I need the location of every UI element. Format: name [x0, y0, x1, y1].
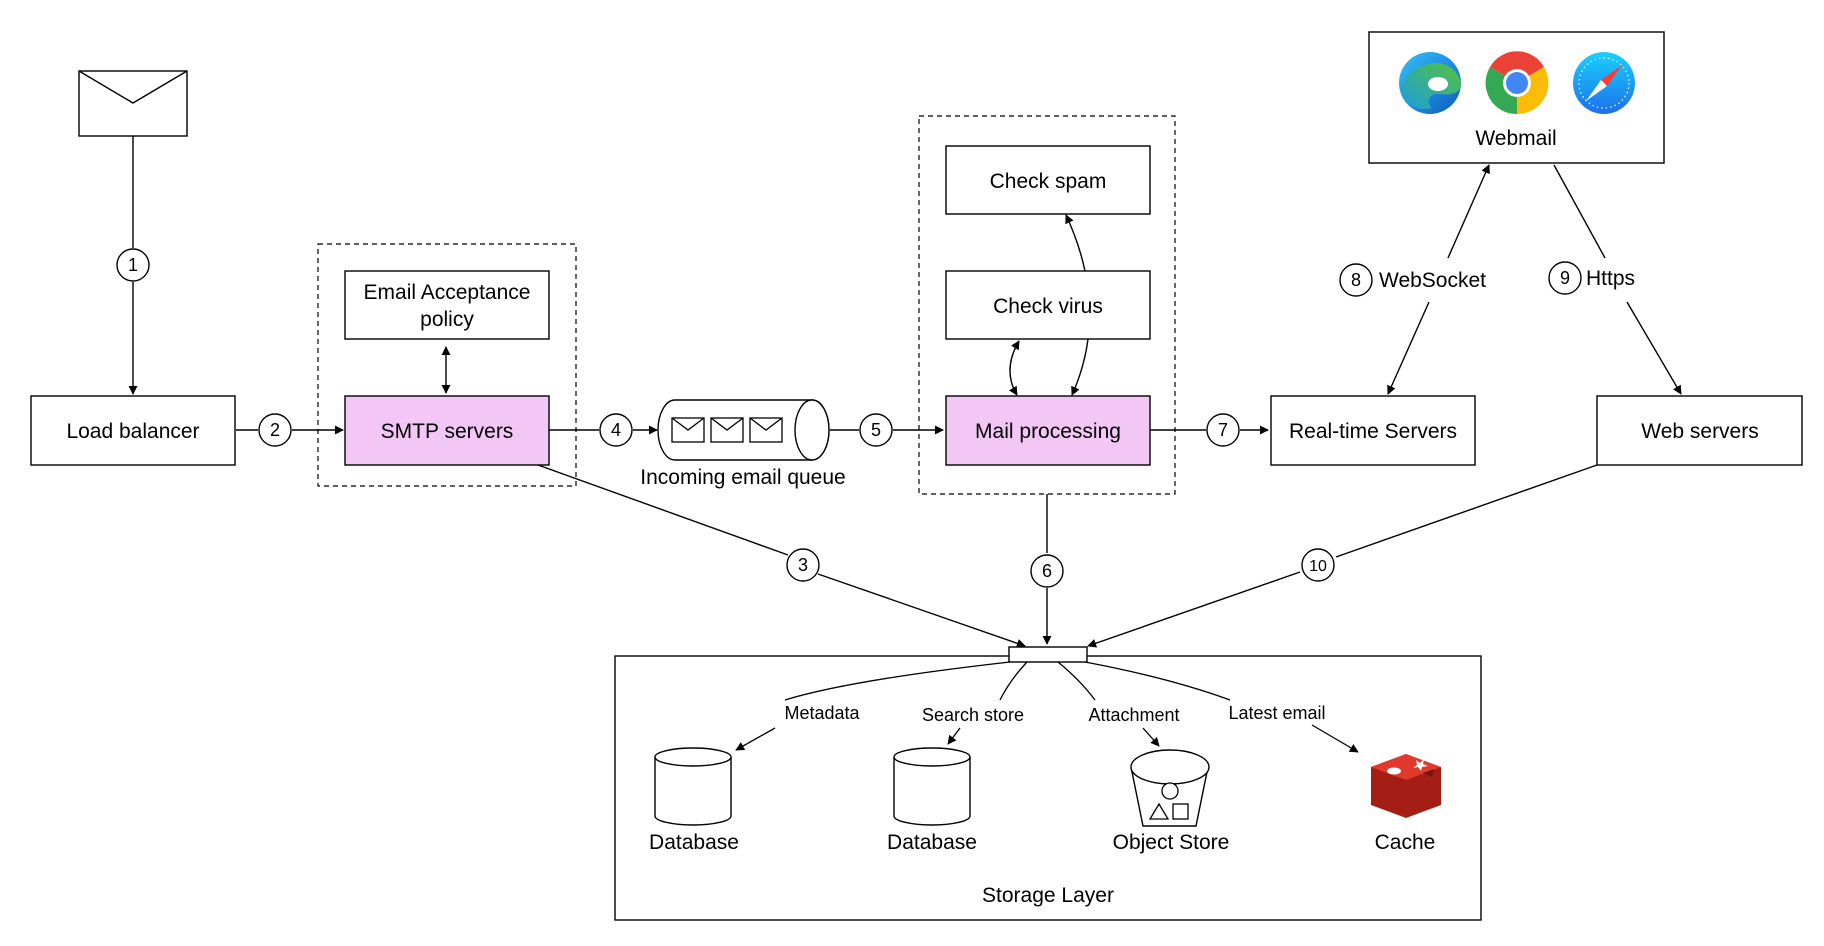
realtime-servers-label: Real-time Servers	[1289, 420, 1457, 443]
step-badge-6: 6	[1030, 554, 1064, 588]
step-badge-9-text: 9	[1560, 268, 1570, 288]
https-label: Https	[1586, 267, 1635, 290]
step-badge-1: 1	[116, 248, 150, 282]
edge-smtp-storage-2	[817, 573, 1026, 648]
object-store-bucket-icon	[1130, 749, 1210, 827]
redis-cache-icon	[1371, 754, 1441, 818]
storage-entry-port	[1008, 646, 1088, 663]
step-badge-3-text: 3	[798, 555, 808, 575]
edge-webmail-ws-down	[1387, 301, 1430, 395]
step-badge-10-text: 10	[1309, 558, 1327, 575]
edge-browser-icon	[1399, 52, 1462, 114]
attachment-label: Attachment	[1088, 705, 1179, 725]
acceptance-policy-label-line2: policy	[420, 308, 474, 331]
webmail-label: Webmail	[1475, 127, 1556, 150]
step-badge-10: 10	[1301, 548, 1335, 582]
acceptance-policy-label-line1: Email Acceptance	[364, 281, 531, 304]
step-badge-4-text: 4	[611, 420, 621, 440]
smtp-servers-label: SMTP servers	[381, 420, 514, 443]
acceptance-policy-node[interactable]: Email Acceptance policy	[344, 270, 550, 340]
step-badge-2: 2	[258, 413, 292, 447]
queue-cylinder-end	[794, 399, 830, 461]
edge-webmail-ws-up	[1447, 164, 1490, 259]
web-servers-node[interactable]: Web servers	[1596, 395, 1803, 466]
storage-layer-title: Storage Layer	[982, 884, 1114, 907]
step-badge-5: 5	[859, 413, 893, 447]
envelope-icon	[78, 70, 188, 137]
step-badge-3: 3	[786, 548, 820, 582]
queue-label: Incoming email queue	[640, 466, 845, 489]
database-2-label: Database	[887, 831, 977, 854]
database-icon	[654, 747, 732, 826]
step-badges: 1 2 3 4 5 6 7 8 9 10	[116, 248, 1582, 588]
edge-smtp-storage	[537, 464, 789, 556]
storage-fanout	[735, 661, 1359, 753]
smtp-servers-node[interactable]: SMTP servers	[344, 395, 550, 466]
check-virus-node[interactable]: Check virus	[945, 270, 1151, 340]
queued-envelope-icon	[671, 417, 783, 443]
mail-processing-label: Mail processing	[975, 420, 1121, 443]
edge-web-storage	[1335, 464, 1598, 558]
load-balancer-label: Load balancer	[66, 420, 199, 443]
processing-group-boundary	[918, 115, 1176, 495]
connectors	[128, 136, 1682, 648]
incoming-email-queue[interactable]: Incoming email queue	[640, 399, 846, 489]
step-badge-6-text: 6	[1042, 561, 1052, 581]
latest-email-label: Latest email	[1228, 703, 1325, 723]
realtime-servers-node[interactable]: Real-time Servers	[1270, 395, 1476, 466]
mail-processing-node[interactable]: Mail processing	[945, 395, 1151, 466]
step-badge-1-text: 1	[128, 255, 138, 275]
check-spam-node[interactable]: Check spam	[945, 145, 1151, 215]
search-store-label: Search store	[922, 705, 1024, 725]
check-spam-label: Check spam	[990, 170, 1107, 193]
web-servers-label: Web servers	[1641, 420, 1758, 443]
step-badge-7-text: 7	[1218, 420, 1228, 440]
step-badge-8-text: 8	[1351, 270, 1361, 290]
edge-webmail-https-down	[1626, 301, 1682, 395]
smtp-group-boundary	[317, 243, 577, 487]
step-badge-8: 8	[1339, 263, 1373, 297]
cache-label: Cache	[1375, 831, 1436, 854]
step-badge-9: 9	[1548, 261, 1582, 295]
edge-webmail-https-up	[1553, 164, 1606, 259]
check-virus-label: Check virus	[993, 295, 1103, 318]
chrome-browser-icon	[1485, 51, 1549, 115]
edge-web-storage-2	[1087, 571, 1301, 648]
webmail-node[interactable]: Webmail	[1368, 31, 1665, 164]
safari-browser-icon	[1573, 52, 1635, 114]
step-badge-5-text: 5	[871, 420, 881, 440]
step-badge-7: 7	[1206, 413, 1240, 447]
step-badge-2-text: 2	[270, 420, 280, 440]
step-badge-4: 4	[599, 413, 633, 447]
storage-layer[interactable]: Metadata Search store Attachment Latest …	[614, 646, 1482, 921]
websocket-label: WebSocket	[1379, 269, 1486, 292]
storage-layer-boundary	[614, 655, 1482, 921]
metadata-label: Metadata	[784, 703, 860, 723]
database-icon	[893, 747, 971, 826]
database-1-label: Database	[649, 831, 739, 854]
load-balancer-node[interactable]: Load balancer	[30, 395, 236, 466]
object-store-label: Object Store	[1113, 831, 1230, 854]
edge-mp-virus	[1008, 340, 1020, 396]
